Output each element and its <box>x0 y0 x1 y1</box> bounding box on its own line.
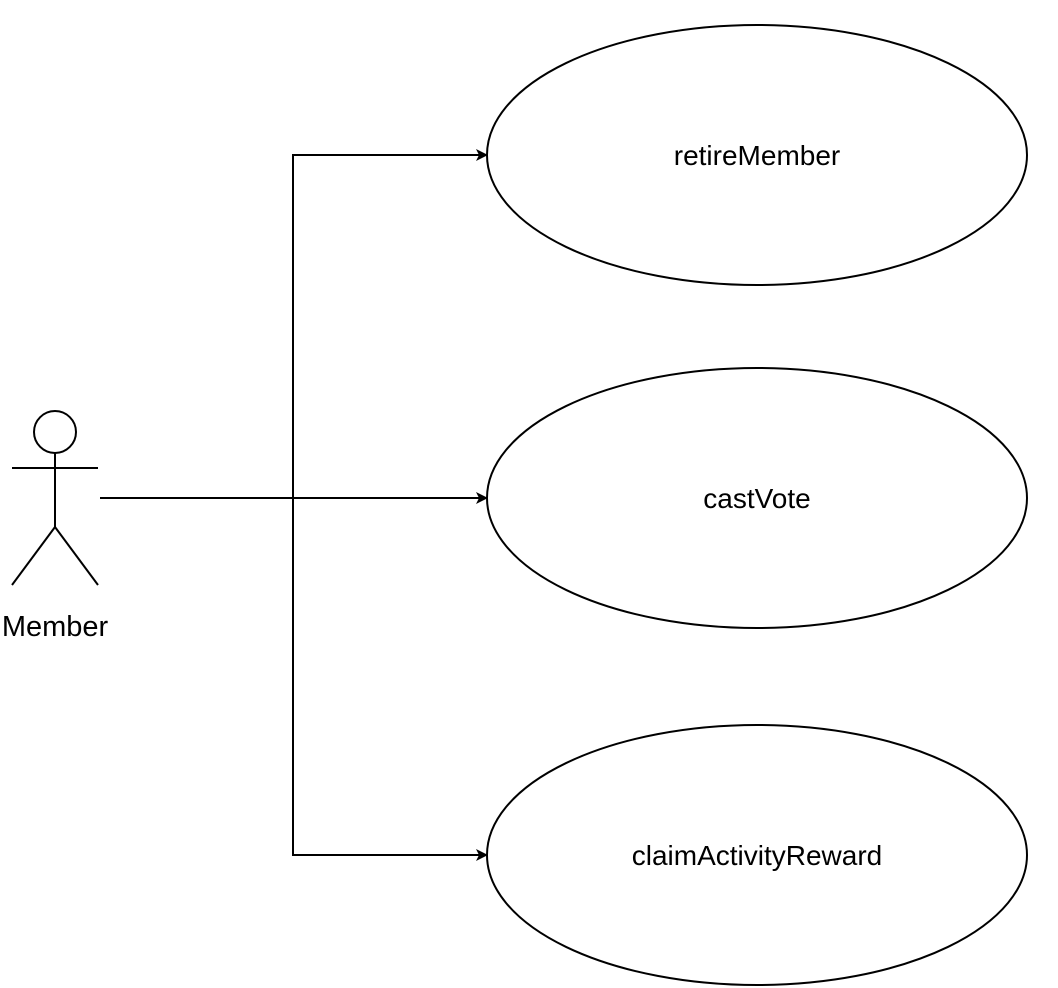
use-case-label: claimActivityReward <box>632 840 883 871</box>
actor-member[interactable]: Member <box>2 410 109 643</box>
actor-right-leg <box>54 526 99 586</box>
use-case-cast-vote[interactable]: castVote <box>486 367 1028 629</box>
connector-member-claimactivityreward <box>292 498 488 861</box>
use-case-label: castVote <box>703 483 810 514</box>
connectors <box>100 149 488 861</box>
use-case-ellipse <box>486 724 1028 986</box>
use-case-claim-activity-reward[interactable]: claimActivityReward <box>486 724 1028 986</box>
use-case-retire-member[interactable]: retireMember <box>486 24 1028 286</box>
use-case-ellipse <box>486 367 1028 629</box>
connector-member-retiremember <box>292 149 488 498</box>
actor-head <box>33 410 77 454</box>
actor-label: Member <box>2 611 109 643</box>
actor-left-leg <box>11 526 56 586</box>
use-case-ellipse <box>486 24 1028 286</box>
use-case-label: retireMember <box>674 140 840 171</box>
